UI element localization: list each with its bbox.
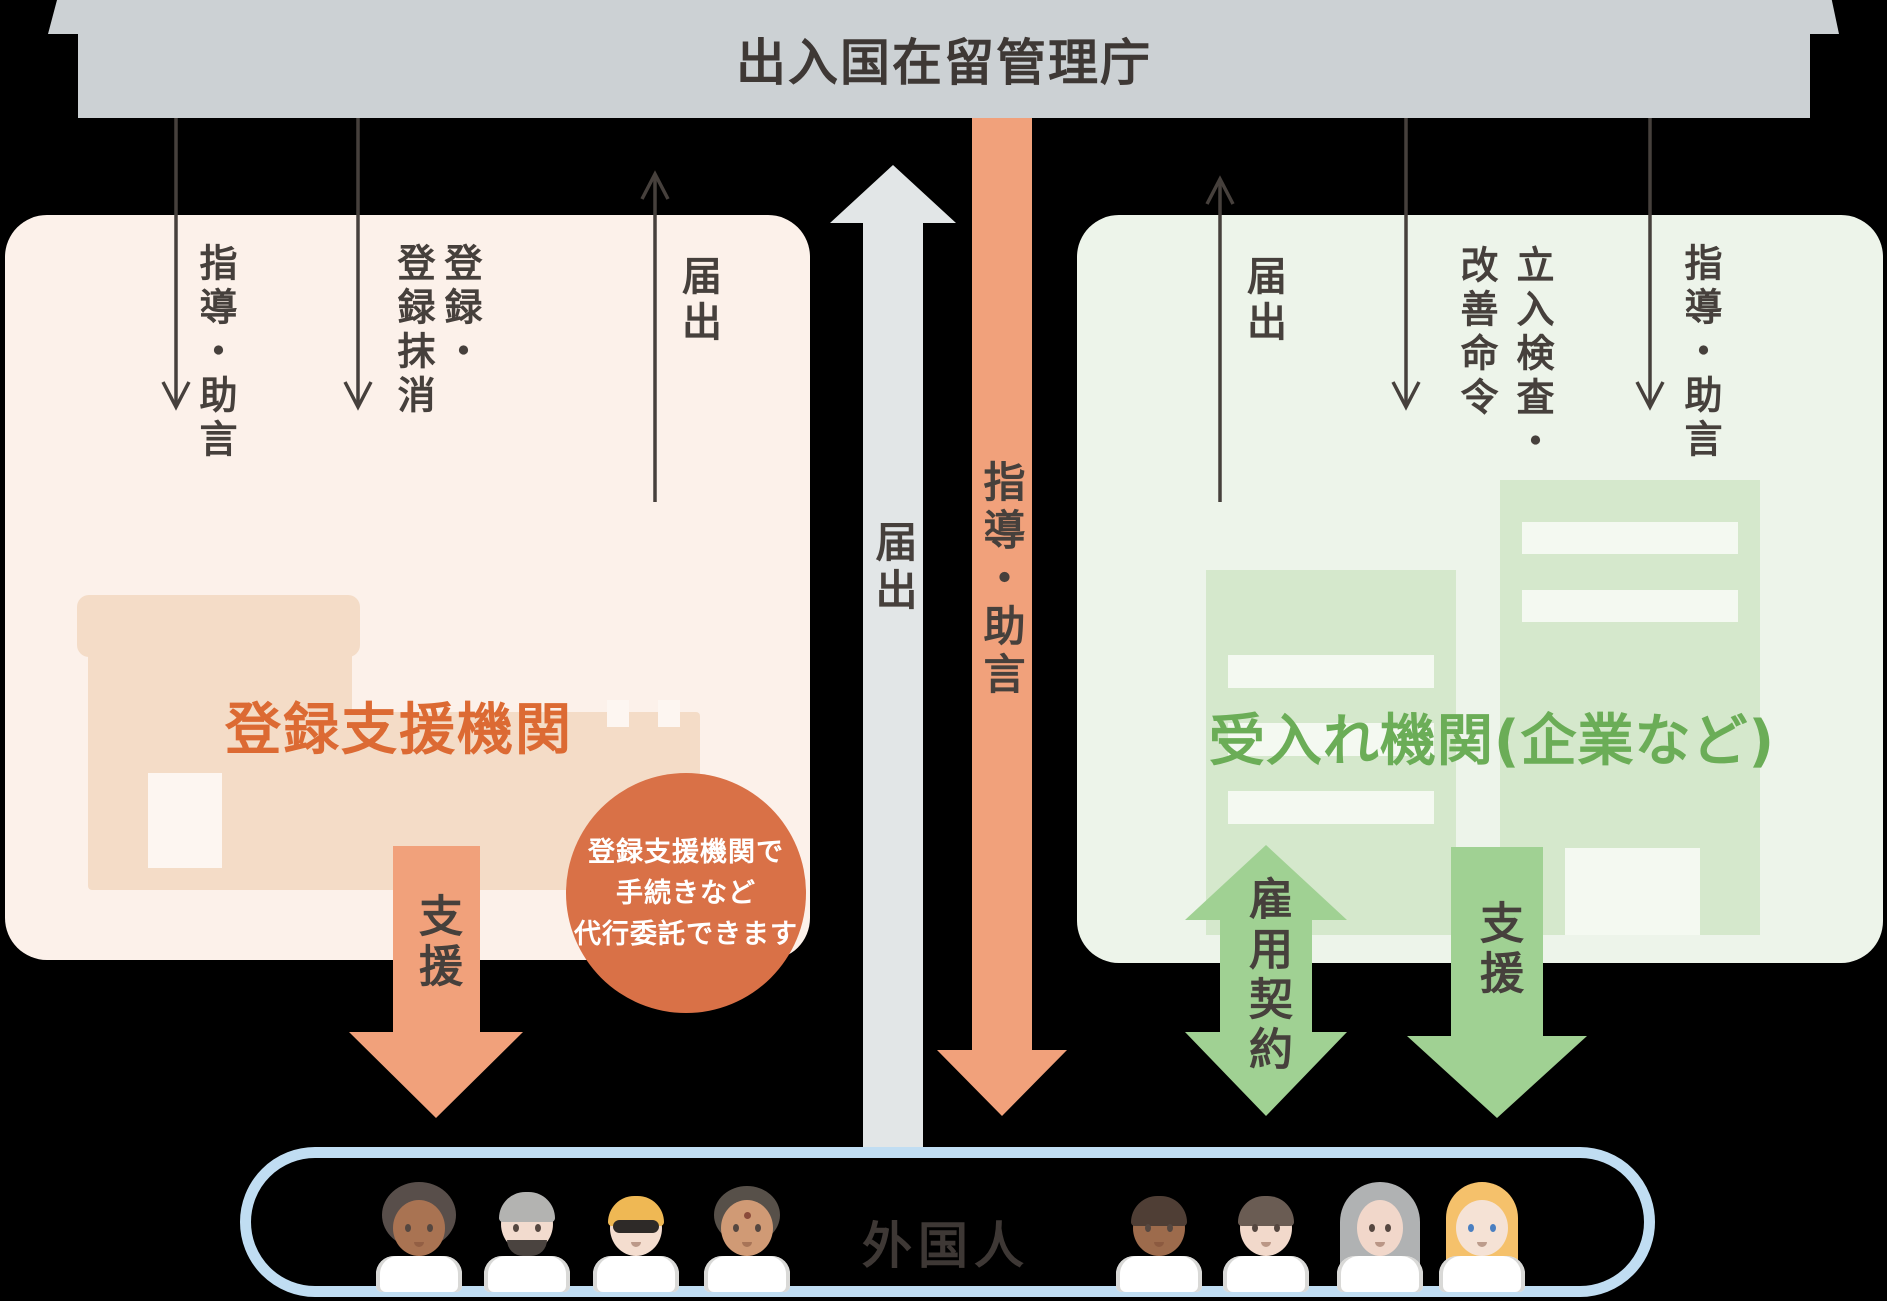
support-org-building-door bbox=[148, 773, 222, 868]
delegation-note-circle: 登録支援機関で 手続きなど 代行委託できます bbox=[566, 773, 806, 1013]
notification-big-arrow-up bbox=[830, 165, 956, 1147]
employment-contract-double-arrow bbox=[1185, 845, 1347, 1116]
note-line-2: 手続きなど bbox=[616, 877, 756, 909]
support-org-building-window bbox=[607, 700, 629, 727]
employment-contract-label: 雇用契約 bbox=[1241, 876, 1292, 1076]
notification-arrow-up-icon bbox=[1205, 175, 1235, 502]
avatar-blond-sunglasses bbox=[593, 1180, 679, 1292]
immigration-agency-banner: 出入国在留管理庁 bbox=[78, 0, 1810, 118]
notification-label: 届出 bbox=[1240, 255, 1286, 347]
accepting-org-title: 受入れ機関(企業など) bbox=[1208, 709, 1776, 774]
avatar-man-light bbox=[1223, 1180, 1309, 1292]
foreigners-pill bbox=[240, 1147, 1655, 1297]
foreigners-label: 外国人 bbox=[862, 1217, 1030, 1275]
registration-label-col2: 登録抹消 bbox=[391, 243, 435, 419]
note-line-1: 登録支援機関で bbox=[588, 836, 784, 868]
notification-arrow-up-icon bbox=[640, 170, 670, 502]
bar-right-fold bbox=[1809, 0, 1839, 34]
inspection-label-col1: 立入検査・ bbox=[1510, 245, 1554, 465]
guidance-label: 指導・助言 bbox=[1678, 243, 1722, 463]
building-window-band bbox=[1228, 723, 1434, 756]
note-line-3: 代行委託できます bbox=[574, 918, 798, 950]
avatar-man-afro bbox=[376, 1180, 462, 1292]
registered-support-org-title: 登録支援機関 bbox=[225, 698, 573, 763]
guidance-big-arrow-down bbox=[937, 118, 1067, 1116]
building-window-band bbox=[1228, 791, 1434, 824]
center-notification-label: 届出 bbox=[869, 520, 918, 616]
guidance-arrow-down-icon bbox=[161, 118, 191, 411]
avatar-elder-beard bbox=[484, 1180, 570, 1292]
support-label: 支援 bbox=[411, 893, 462, 993]
guidance-label: 指導・助言 bbox=[193, 243, 237, 463]
building-window-band bbox=[1522, 590, 1738, 622]
avatar-woman-blonde bbox=[1439, 1180, 1525, 1292]
support-label: 支援 bbox=[1472, 900, 1523, 1000]
inspection-arrow-down-icon bbox=[1391, 118, 1421, 411]
registration-arrow-down-icon bbox=[343, 118, 373, 411]
avatar-woman-hijab bbox=[1337, 1180, 1423, 1292]
guidance-arrow-down-icon bbox=[1635, 118, 1665, 411]
inspection-label-col2: 改善命令 bbox=[1454, 245, 1498, 421]
building-window-band bbox=[1228, 655, 1434, 688]
bar-left-fold bbox=[48, 0, 78, 34]
avatar-man-dark bbox=[1116, 1180, 1202, 1292]
building-window-band bbox=[1522, 522, 1738, 554]
building-door bbox=[1565, 848, 1700, 935]
avatar-woman-bindi bbox=[704, 1180, 790, 1292]
registration-label-col1: 登録・ bbox=[438, 243, 482, 375]
notification-label: 届出 bbox=[675, 255, 721, 347]
support-arrow-down-orange bbox=[349, 846, 523, 1118]
support-arrow-down-green bbox=[1407, 847, 1587, 1118]
center-guidance-label: 指導・助言 bbox=[977, 460, 1026, 700]
immigration-agency-title: 出入国在留管理庁 bbox=[736, 34, 1152, 92]
support-org-building-window bbox=[658, 700, 680, 727]
